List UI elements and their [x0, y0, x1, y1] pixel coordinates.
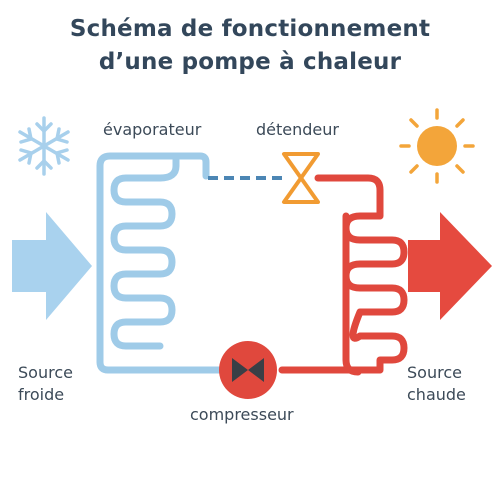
condenser-frame	[342, 212, 362, 376]
expansion-valve-icon	[282, 152, 320, 204]
hot-source-arrow	[408, 212, 492, 320]
title-line-2: d’une pompe à chaleur	[98, 49, 402, 75]
hot-source-label-line-1: Source	[407, 363, 462, 382]
evaporator-link	[156, 156, 180, 182]
hot-source-label-line-2: chaude	[407, 385, 466, 404]
snowflake-icon	[18, 116, 70, 176]
cold-source-label: Source froide	[18, 362, 73, 406]
title-line-1: Schéma de fonctionnement	[69, 16, 431, 42]
evaporator-label: évaporateur	[103, 120, 202, 139]
compressor-icon	[219, 341, 277, 399]
cold-source-arrow	[12, 212, 92, 320]
cold-source-label-line-1: Source	[18, 363, 73, 382]
hot-source-label: Source chaude	[407, 362, 466, 406]
compressor-label: compresseur	[190, 405, 294, 424]
cold-source-label-line-2: froide	[18, 385, 65, 404]
condenser-coil	[278, 174, 408, 374]
sun-icon	[399, 108, 475, 184]
evaporator-coil	[96, 152, 229, 374]
expansion-valve-label: détendeur	[256, 120, 339, 139]
